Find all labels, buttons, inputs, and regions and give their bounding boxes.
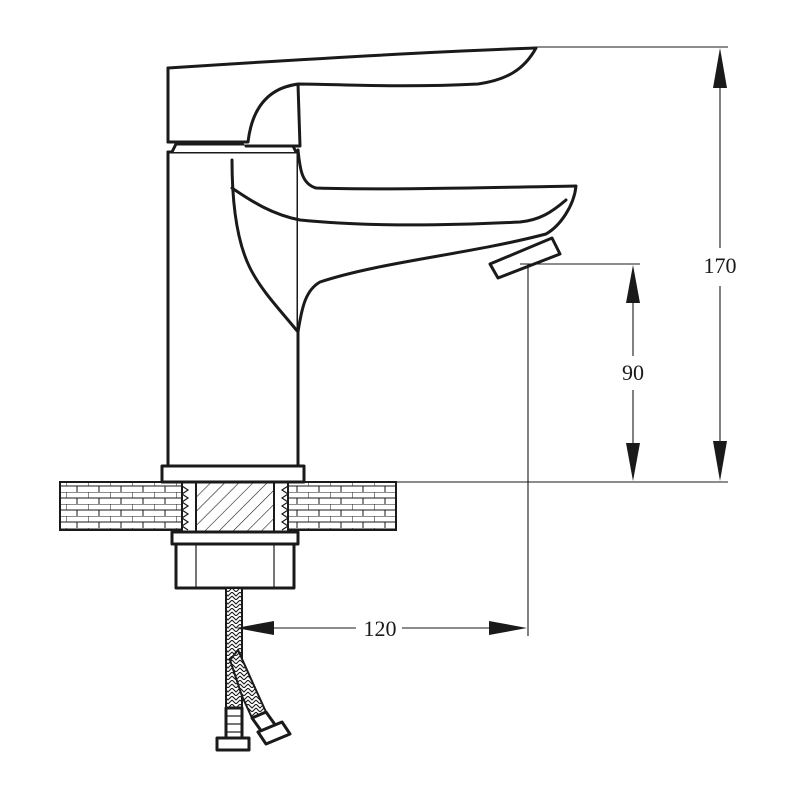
dimension-spout-height: 90 <box>520 263 644 481</box>
faucet-body <box>166 142 300 468</box>
faucet-base <box>160 464 306 484</box>
threaded-shank <box>180 481 290 533</box>
spout-height-label: 90 <box>622 360 644 385</box>
mounting-nut <box>170 530 300 590</box>
dimension-spout-reach: 120 <box>236 264 529 641</box>
spout-reach-label: 120 <box>364 616 397 641</box>
total-height-label: 170 <box>704 253 737 278</box>
faucet-spout <box>230 148 578 334</box>
faucet-handle <box>166 46 538 148</box>
dimension-total-height: 170 <box>380 46 737 483</box>
supply-hoses <box>215 587 292 752</box>
